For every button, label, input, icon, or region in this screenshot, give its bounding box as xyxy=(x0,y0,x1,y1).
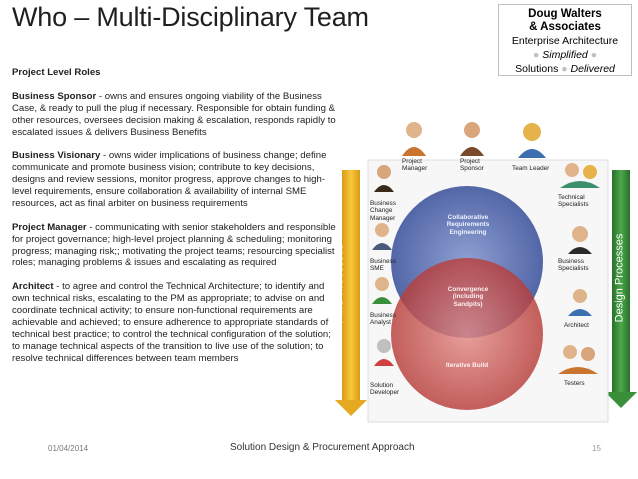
architect-figure xyxy=(568,289,592,316)
team-leader-figure xyxy=(518,123,546,158)
footer-date: 01/04/2014 xyxy=(48,444,89,453)
label-design-processes: Design Processes xyxy=(613,233,626,323)
business-change-manager-figure xyxy=(374,165,394,192)
team-diagram-svg xyxy=(335,122,637,423)
company-logo: Doug Walters & Associates Enterprise Arc… xyxy=(498,4,632,76)
role-name: Architect xyxy=(12,281,54,293)
role-description: - owns wider implications of business ch… xyxy=(12,150,327,209)
role-architect: Architect - to agree and control the Tec… xyxy=(12,281,338,364)
solution-developer-figure xyxy=(374,339,394,366)
label-testers: Testers xyxy=(564,380,585,387)
project-sponsor-figure xyxy=(460,122,484,156)
label-pmo-processes: PMO Processes xyxy=(333,244,346,324)
role-description: - communicating with senior stakeholders… xyxy=(12,221,336,269)
logo-line-4: ● Simplified ● xyxy=(532,49,598,61)
slide-title: Who – Multi-Disciplinary Team xyxy=(12,2,369,32)
design-processes-arrow xyxy=(605,170,637,408)
business-analyst-figure xyxy=(372,277,392,304)
logo-line-5: Solutions ● Delivered xyxy=(515,63,615,75)
role-description: - owns and ensures ongoing viability of … xyxy=(12,90,336,138)
page-number: 15 xyxy=(592,444,601,453)
logo-line-3: Enterprise Architecture xyxy=(511,35,619,47)
logo-line-1: Doug Walters xyxy=(528,8,602,20)
label-iterative-build: Iterative Build xyxy=(445,362,489,369)
technical-specialists-figure xyxy=(560,163,600,188)
iterative-build-circle xyxy=(391,258,543,410)
pmo-processes-arrow xyxy=(335,170,367,416)
role-business-sponsor: Business Sponsor - owns and ensures ongo… xyxy=(12,91,338,139)
role-name: Business Sponsor xyxy=(12,90,97,102)
logo-line-2: & Associates xyxy=(529,21,601,33)
label-architect: Architect xyxy=(564,322,589,329)
roles-text-block: Project Level Roles Business Sponsor - o… xyxy=(12,67,338,376)
business-specialists-figure xyxy=(568,226,592,254)
role-name: Business Visionary xyxy=(12,150,101,162)
business-sme-figure xyxy=(372,223,392,250)
logo-simplified: Simplified xyxy=(542,49,588,61)
project-manager-figure xyxy=(402,122,426,156)
roles-heading: Project Level Roles xyxy=(12,67,101,78)
logo-delivered: Delivered xyxy=(570,63,615,75)
role-name: Project Manager xyxy=(12,221,87,233)
label-team-leader: Team Leader xyxy=(512,165,550,172)
role-description: - to agree and control the Technical Arc… xyxy=(12,281,331,364)
footer-title: Solution Design & Procurement Approach xyxy=(230,442,415,453)
role-business-visionary: Business Visionary - owns wider implicat… xyxy=(12,150,338,210)
testers-figure xyxy=(558,345,598,374)
logo-solutions: Solutions xyxy=(515,63,559,75)
role-project-manager: Project Manager - communicating with sen… xyxy=(12,222,338,270)
